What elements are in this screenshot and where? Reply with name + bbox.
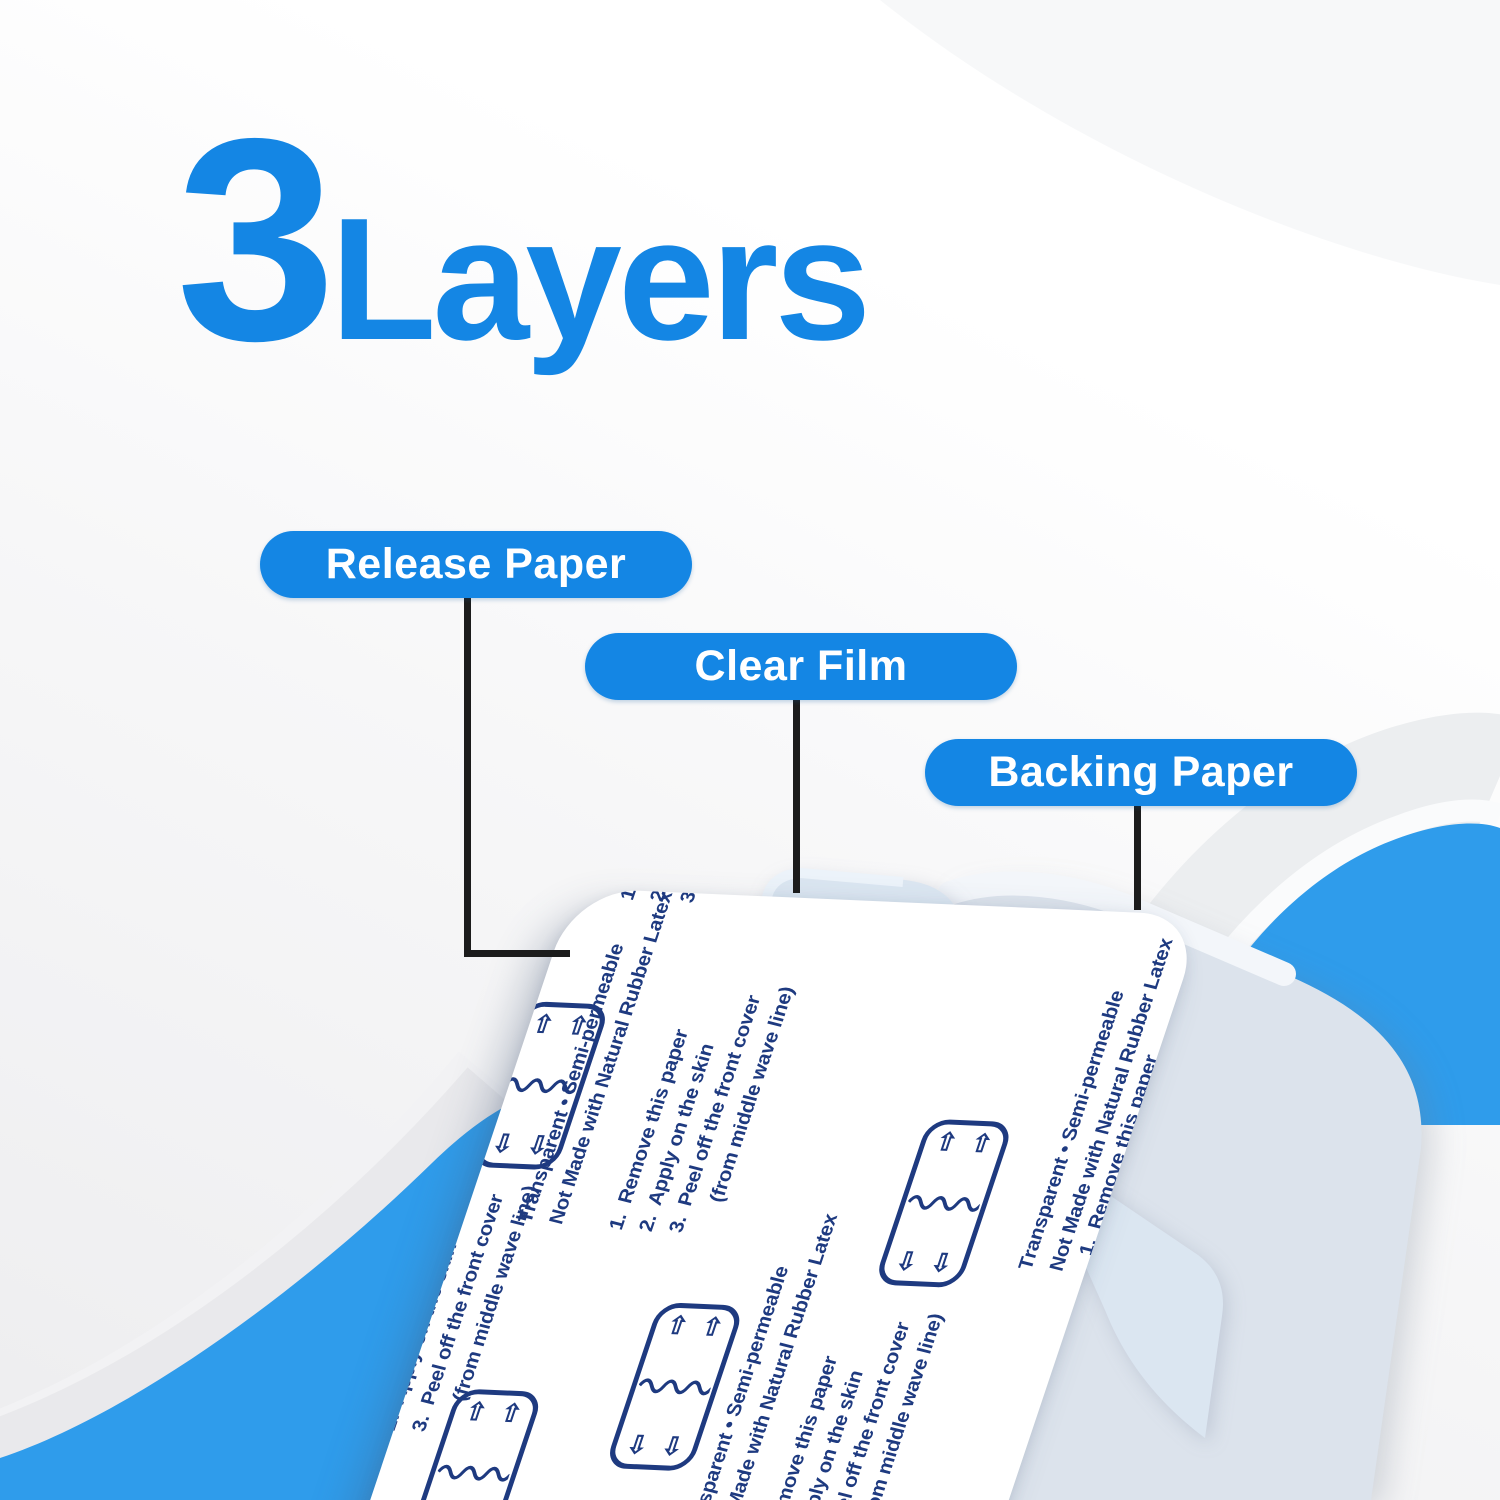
release-paper-layer: Transparent • Semi-permeable Not Made wi… [178,888,1205,1500]
peel-direction-icon: ⇧⇧ ⇩⇩ [469,1000,611,1171]
peel-direction-icon: ⇧⇧ ⇩⇩ [873,1118,1015,1289]
leader-line-backing-paper [1134,804,1141,910]
leader-line-release-paper-elbow [464,950,570,957]
wave-line-icon [907,1194,983,1212]
callout-release-paper-label: Release Paper [325,540,627,588]
wave-line-icon [504,1077,579,1095]
background-sweep-gray-inner [0,1067,509,1474]
wave-line-icon [437,1464,512,1482]
peel-down-arrows: ⇩⇩ [487,1129,554,1160]
callout-clear-film-label: Clear Film [694,642,908,690]
callout-backing-paper: Backing Paper [925,739,1357,806]
peel-down-arrows: ⇩⇩ [891,1247,957,1278]
peel-down-arrows: ⇩⇩ [622,1430,688,1462]
title-word: Layers [330,181,871,376]
callout-release-paper: Release Paper [260,531,692,598]
leader-line-clear-film [793,699,800,893]
peel-up-arrows: ⇧⇧ [931,1128,997,1159]
peel-direction-icon: ⇧⇧ ⇩⇩ [402,1388,545,1500]
title-number: 3 [176,79,336,401]
background-sweep-top-right [880,0,1500,285]
peel-direction-icon: ⇧⇧ ⇩⇩ [603,1302,746,1472]
peel-up-arrows: ⇧⇧ [662,1311,728,1342]
leader-line-release-paper [464,596,471,957]
callout-backing-paper-label: Backing Paper [988,748,1294,796]
peel-up-arrows: ⇧⇧ [461,1397,527,1428]
callout-clear-film: Clear Film [585,633,1017,700]
wave-line-icon [638,1378,713,1396]
peel-up-arrows: ⇧⇧ [527,1010,593,1041]
